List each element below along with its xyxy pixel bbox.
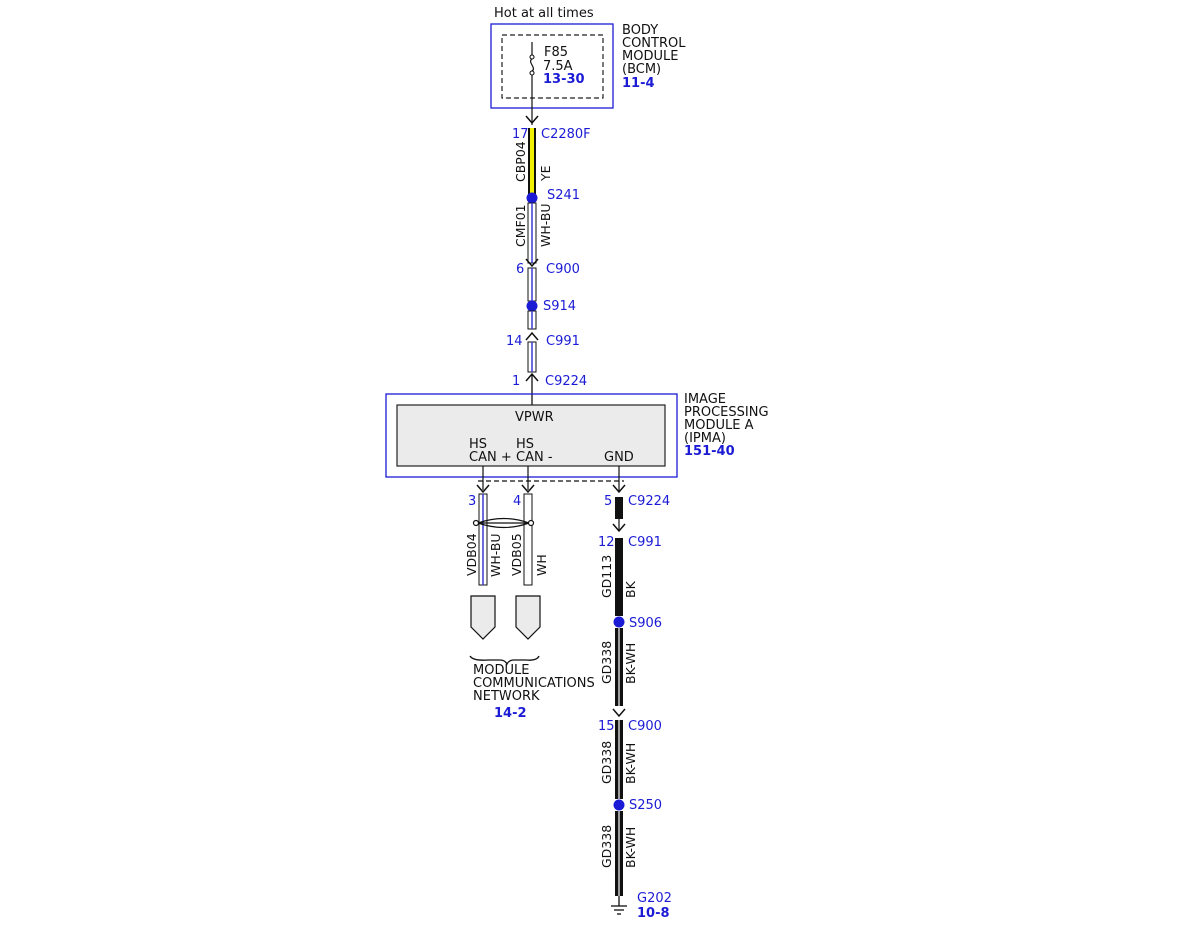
bcm-name-line-1: BODY (622, 23, 658, 38)
c2280f-pin: 17 (512, 127, 529, 142)
gnd-c991-pin: 12 (598, 535, 615, 550)
s914-label: S914 (543, 299, 576, 314)
s250-label: S250 (629, 798, 662, 813)
connector-c9224-top: 1 C9224 (512, 372, 587, 405)
connector-c2280f: 17 C2280F (512, 115, 591, 142)
wire-gd113-color: BK (623, 580, 638, 598)
wire-vdb05 (523, 493, 533, 586)
ipma-module: VPWR HS CAN + HS CAN - GND IMAGE PROCESS… (385, 392, 769, 478)
ipma-name-line-3: MODULE A (684, 418, 754, 433)
ipma-name-line-4: (IPMA) (684, 431, 726, 446)
can-pin3-number: 3 (468, 494, 476, 509)
can-terminator-right (515, 595, 541, 640)
wire-cbp04: CBP04 YE (513, 128, 553, 197)
fuse-page-ref-link[interactable]: 13-30 (543, 72, 585, 87)
ipma-page-ref-link[interactable]: 151-40 (684, 444, 735, 459)
wire-cmf01-color: WH-BU (538, 203, 553, 247)
wire-gd338-a-circuit: GD338 (599, 641, 614, 684)
network-line-2: COMMUNICATIONS (473, 676, 595, 691)
can-terminator-left (470, 595, 496, 640)
wire-gd338-a-color: BK-WH (623, 643, 638, 684)
fuse-symbol (529, 42, 535, 125)
can-pin3-connector (476, 484, 490, 494)
network-line-1: MODULE (473, 663, 529, 678)
wire-cbp04-circuit: CBP04 (513, 141, 528, 182)
splice-s250 (613, 799, 625, 811)
gnd-c900-connector (612, 708, 626, 718)
splice-s914 (526, 300, 538, 312)
splice-s906 (613, 616, 625, 628)
c9224-top-label: C9224 (545, 374, 587, 389)
can-pin4-number: 4 (513, 494, 521, 509)
ipma-can-minus-label: CAN - (516, 450, 553, 465)
gnd-c9224-label: C9224 (628, 494, 670, 509)
wire-gd338-b-circuit: GD338 (599, 741, 614, 784)
ipma-vpwr-pin-label: VPWR (515, 410, 554, 425)
hot-at-all-times-label: Hot at all times (494, 6, 594, 21)
wire-vdb04-color: WH-BU (488, 533, 503, 577)
wire-cmf01: CMF01 WH-BU (513, 202, 553, 264)
ipma-gnd-label: GND (604, 450, 634, 465)
wire-vdb05-circuit: VDB05 (509, 533, 524, 576)
ipma-inner (396, 404, 666, 467)
bcm-outline (490, 23, 614, 109)
connector-c900-upper: 6 C900 (516, 258, 580, 277)
ipma-hs2-label: HS (516, 437, 534, 452)
ipma-outline (385, 393, 678, 478)
wire-gd338-c-color: BK-WH (623, 827, 638, 868)
wire-vdb04-circuit: VDB04 (464, 533, 479, 576)
fuse-box-dashed (501, 34, 604, 99)
ipma-hs1-label: HS (469, 437, 487, 452)
g202-label: G202 (637, 891, 672, 906)
ipma-name-line-1: IMAGE (684, 392, 726, 407)
g202-page-ref-link[interactable]: 10-8 (637, 906, 670, 921)
wire-cbp04-color: YE (538, 165, 553, 182)
bcm-page-ref-link[interactable]: 11-4 (622, 76, 655, 91)
bcm-module: BODY CONTROL MODULE (BCM) 11-4 F85 7.5A … (490, 23, 686, 109)
wire-gd113-circuit: GD113 (599, 555, 614, 598)
wire-gd338-c-circuit: GD338 (599, 825, 614, 868)
bcm-name-line-3: MODULE (622, 49, 678, 64)
s241-label: S241 (547, 188, 580, 203)
c991-upper-label: C991 (546, 334, 580, 349)
gnd-c9224-connector (612, 484, 626, 494)
twisted-pair-symbol (472, 517, 535, 529)
c2280f-label: C2280F (541, 127, 591, 142)
gnd-c900-pin: 15 (598, 719, 615, 734)
ipma-can-plus-label: CAN + (469, 450, 512, 465)
can-pin4-connector (521, 484, 535, 494)
splice-s241 (526, 192, 538, 204)
gnd-c9224-pin: 5 (604, 494, 612, 509)
wire-gd338-b-color: BK-WH (623, 743, 638, 784)
network-brace (469, 655, 540, 666)
gnd-c900-label: C900 (628, 719, 662, 734)
network-page-ref-link[interactable]: 14-2 (494, 706, 527, 721)
ground-circuit: 5 C9224 12 C991 GD113 BK S906 GD338 BK-W… (598, 466, 672, 921)
c9224-top-pin: 1 (512, 374, 520, 389)
connector-c991-upper: 14 C991 (506, 331, 580, 349)
c991-upper-pin: 14 (506, 334, 523, 349)
wire-cmf01-circuit: CMF01 (513, 204, 528, 247)
can-wire-group: 3 4 VDB04 WH-BU VDB05 WH (464, 466, 549, 640)
ipma-name-line-2: PROCESSING (684, 405, 769, 420)
s906-label: S906 (629, 616, 662, 631)
c900-upper-label: C900 (546, 262, 580, 277)
bcm-name-line-2: CONTROL (622, 36, 686, 51)
c900-upper-pin: 6 (516, 262, 524, 277)
gnd-c991-label: C991 (628, 535, 662, 550)
network-line-3: NETWORK (473, 689, 540, 704)
wire-gd113 (615, 538, 623, 616)
fuse-rating: 7.5A (543, 59, 573, 74)
fuse-id: F85 (544, 45, 568, 60)
bcm-name-line-4: (BCM) (622, 62, 661, 77)
gnd-seg-short (615, 497, 623, 519)
ground-symbol (611, 896, 627, 915)
wire-vdb05-color: WH (534, 554, 549, 576)
